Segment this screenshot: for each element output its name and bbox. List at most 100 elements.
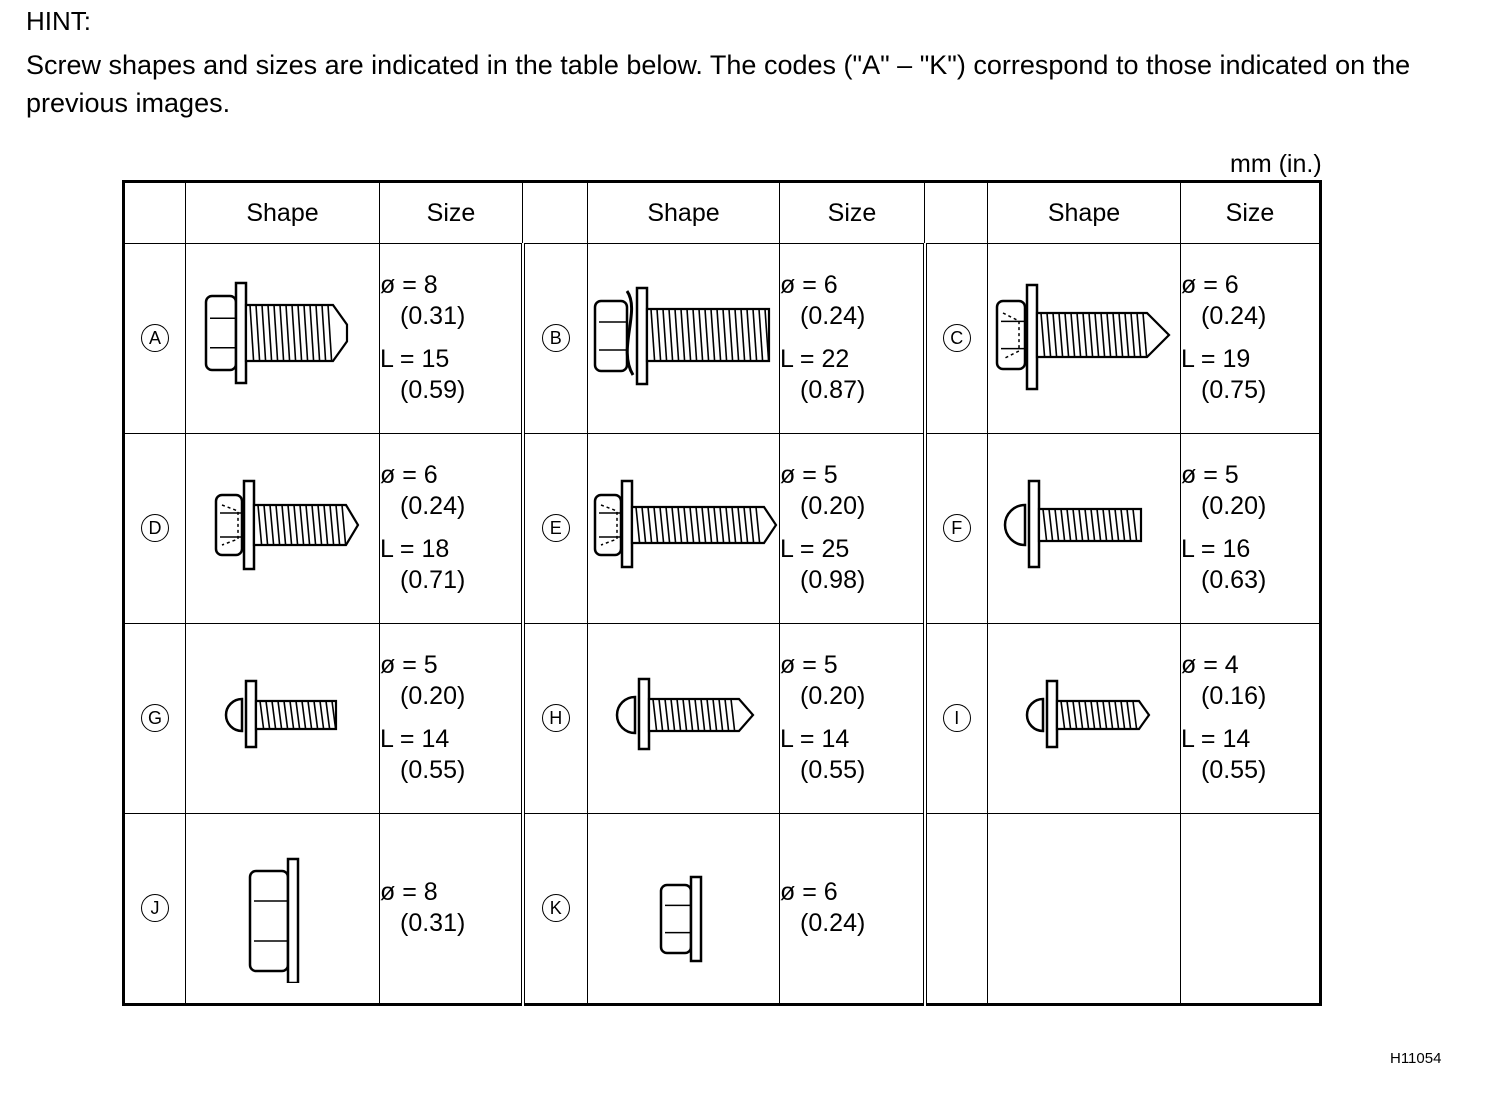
- size-cell: [1180, 812, 1321, 1006]
- size-cell: ø = 6(0.24)L = 19(0.75): [1180, 243, 1321, 434]
- header-shape: Shape: [987, 181, 1181, 244]
- length-value: L = 14: [780, 725, 850, 754]
- round-head-tapping-screw-icon: [588, 643, 779, 793]
- hex-tapping-screw-icon: [186, 453, 379, 603]
- shape-cell: [587, 812, 780, 1006]
- length-value: L = 14: [380, 725, 450, 754]
- code-cell: D: [123, 432, 186, 624]
- length-inch-value: (0.98): [800, 566, 866, 595]
- code-cell: B: [520, 243, 588, 434]
- shape-cell: [587, 622, 780, 814]
- length-inch-value: (0.55): [1201, 756, 1267, 785]
- circled-code-h: H: [541, 704, 570, 733]
- hex-tapping-screw-long-icon: [588, 453, 779, 603]
- header-code: [123, 181, 186, 244]
- length-value: L = 22: [780, 345, 850, 374]
- diameter-inch-value: (0.20): [800, 682, 866, 711]
- circled-code-a: A: [141, 324, 169, 353]
- shape-cell: [987, 243, 1181, 434]
- shape-cell: [587, 243, 780, 434]
- shape-cell: [987, 812, 1181, 1006]
- circled-code-i: I: [942, 704, 971, 733]
- round-head-screw-icon: [186, 643, 379, 793]
- diameter-value: ø = 4: [1181, 651, 1239, 680]
- flange-nut-icon: [186, 833, 379, 984]
- header-code: [924, 181, 988, 244]
- diameter-value: ø = 8: [380, 271, 438, 300]
- length-inch-value: (0.59): [400, 376, 466, 405]
- shape-cell: [987, 622, 1181, 814]
- size-cell: ø = 5(0.20)L = 14(0.55): [779, 622, 925, 814]
- diameter-inch-value: (0.24): [800, 302, 866, 331]
- size-cell: ø = 4(0.16)L = 14(0.55): [1180, 622, 1321, 814]
- flange-nut-small-icon: [588, 833, 779, 983]
- length-value: L = 18: [380, 535, 450, 564]
- size-cell: ø = 6(0.24)L = 22(0.87): [779, 243, 925, 434]
- length-value: L = 25: [780, 535, 850, 564]
- diameter-inch-value: (0.24): [1201, 302, 1267, 331]
- circled-code-c: C: [942, 324, 971, 353]
- shape-cell: [185, 243, 380, 434]
- size-cell: ø = 5(0.20)L = 16(0.63): [1180, 432, 1321, 624]
- length-inch-value: (0.55): [400, 756, 466, 785]
- small-round-head-screw-icon: [988, 643, 1180, 793]
- shape-cell: [185, 812, 380, 1006]
- circled-code-b: B: [541, 324, 570, 353]
- code-cell: A: [123, 243, 186, 434]
- shape-cell: [587, 432, 780, 624]
- code-cell: H: [520, 622, 588, 814]
- diameter-inch-value: (0.31): [400, 909, 466, 938]
- table-row: A ø = 8(0.31)L = 15(0.59)B ø = 6(0.24)L …: [123, 243, 1321, 434]
- length-inch-value: (0.75): [1201, 376, 1267, 405]
- header-shape: Shape: [185, 181, 380, 244]
- shape-cell: [185, 622, 380, 814]
- header-code: [522, 181, 588, 244]
- size-cell: ø = 8(0.31): [379, 812, 523, 1006]
- shape-cell: [987, 432, 1181, 624]
- screw-table: Shape Size Shape Size Shape Size A ø = 8…: [122, 180, 1322, 1006]
- circled-code-j: J: [141, 894, 169, 923]
- diameter-value: ø = 8: [380, 878, 438, 907]
- length-inch-value: (0.87): [800, 376, 866, 405]
- length-inch-value: (0.71): [400, 566, 466, 595]
- code-cell: K: [520, 812, 588, 1006]
- header-shape: Shape: [587, 181, 780, 244]
- diameter-inch-value: (0.16): [1201, 682, 1267, 711]
- diameter-value: ø = 6: [780, 878, 838, 907]
- diameter-inch-value: (0.31): [400, 302, 466, 331]
- diameter-inch-value: (0.20): [800, 492, 866, 521]
- header-size: Size: [779, 181, 925, 244]
- table-row: J ø = 8(0.31) K ø = 6(0.24): [123, 812, 1321, 1006]
- tapping-screw-pointed-icon: [988, 263, 1180, 413]
- code-cell: J: [123, 812, 186, 1006]
- size-cell: ø = 8(0.31) L = 15(0.59): [379, 243, 523, 434]
- hint-text: Screw shapes and sizes are indicated in …: [26, 50, 1411, 118]
- circled-code-e: E: [541, 514, 570, 543]
- size-cell: ø = 6(0.24)L = 18(0.71): [379, 432, 523, 624]
- flange-bolt-pilot-icon: [186, 263, 379, 413]
- code-cell: I: [922, 622, 988, 814]
- size-cell: ø = 5(0.20)L = 14(0.55): [379, 622, 523, 814]
- unit-label: mm (in.): [1230, 150, 1322, 178]
- length-value: L = 19: [1181, 345, 1251, 374]
- diameter-value: ø = 5: [1181, 461, 1239, 490]
- circled-code-k: K: [541, 894, 570, 923]
- size-cell: ø = 6(0.24): [779, 812, 925, 1006]
- header-size: Size: [379, 181, 523, 244]
- code-cell: C: [922, 243, 988, 434]
- screw-table-header: Shape Size Shape Size Shape Size: [123, 181, 1321, 244]
- circled-code-g: G: [141, 704, 169, 733]
- figure-id: H11054: [1390, 1050, 1442, 1067]
- code-cell: E: [520, 432, 588, 624]
- washer-bolt-icon: [588, 263, 779, 413]
- diameter-inch-value: (0.24): [800, 909, 866, 938]
- circled-code-d: D: [141, 514, 169, 543]
- diameter-inch-value: (0.20): [1201, 492, 1267, 521]
- length-value: L = 15: [380, 345, 450, 374]
- length-inch-value: (0.63): [1201, 566, 1267, 595]
- table-row: D ø = 6(0.24)L = 18(0.71)E ø = 5(0.20)L …: [123, 432, 1321, 624]
- diameter-value: ø = 5: [780, 651, 838, 680]
- diameter-value: ø = 5: [380, 651, 438, 680]
- diameter-value: ø = 5: [780, 461, 838, 490]
